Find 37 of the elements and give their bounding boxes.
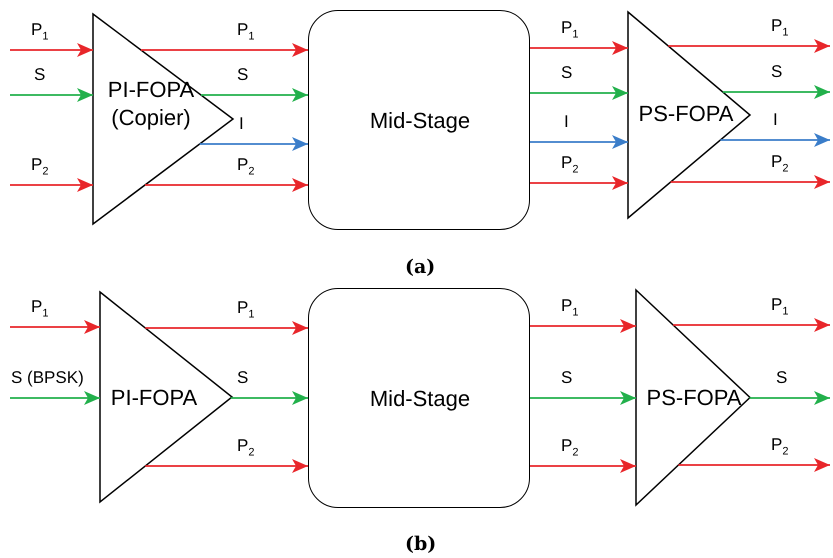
arrow [10,43,93,57]
stage-box [308,10,530,230]
arrow [10,391,100,405]
block-label: PS-FOPA [638,100,734,128]
block-label: PS-FOPA [646,384,742,412]
block-label: Mid-Stage [368,385,472,413]
arrow [201,88,308,102]
arrow [10,320,100,334]
arrow [670,175,830,189]
arrow [230,391,308,405]
block-label: PI-FOPA [110,384,198,412]
arrow [200,137,308,151]
arrow [720,133,830,147]
arrow [678,458,830,472]
edge-label: S (BPSK) [10,368,85,388]
arrow [145,178,308,192]
arrow [145,459,308,473]
arrow [145,321,308,335]
arrow [749,391,830,405]
arrow [530,41,628,55]
block-label: Mid-Stage [368,107,472,135]
arrow [668,39,830,53]
arrow [10,88,93,102]
arrow [530,459,636,473]
arrow [530,319,636,333]
panel-label: (a) [405,256,436,278]
panel-label: (b) [405,533,436,555]
arrow [141,43,308,57]
arrow [530,135,628,149]
arrow [10,178,93,192]
arrow [530,176,628,190]
arrow [673,318,830,332]
arrow [722,85,830,99]
block-label: PI-FOPA (Copier) [106,76,196,132]
arrow [530,86,628,100]
stage-box [308,288,530,508]
arrow [530,391,636,405]
